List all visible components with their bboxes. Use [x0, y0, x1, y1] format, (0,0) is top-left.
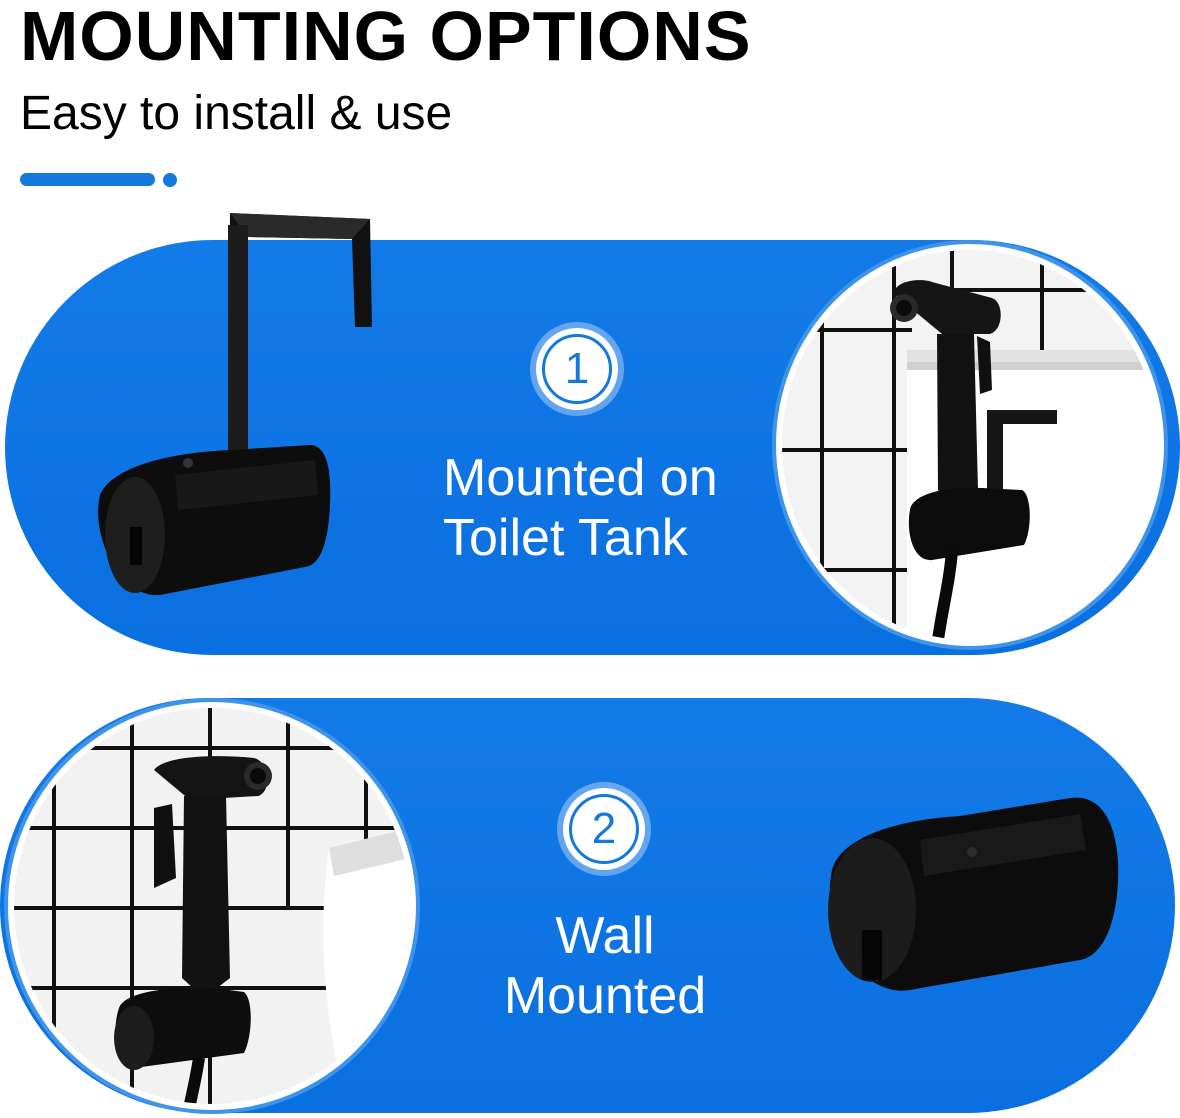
accent-bar — [20, 173, 155, 186]
option-label-line1: Wall — [555, 907, 655, 965]
bidet-sprayer-on-wall-photo — [14, 708, 410, 1104]
option-label-line2: Mounted — [503, 967, 707, 1025]
option-label-line1: Mounted on — [443, 449, 718, 507]
option-label: Mounted on Toilet Tank — [443, 448, 718, 568]
wall-holder-icon — [828, 797, 1119, 991]
option-label: Wall Mounted — [500, 906, 710, 1026]
page-title: MOUNTING OPTIONS — [20, 0, 752, 75]
accent-dot — [163, 173, 177, 187]
option-number-badge: 1 — [536, 328, 618, 410]
option-number: 2 — [591, 804, 617, 853]
tank-hook-holder-icon — [98, 213, 372, 596]
bidet-sprayer-on-tank-photo — [782, 250, 1158, 640]
badge-ring — [569, 794, 639, 864]
option-label-line2: Toilet Tank — [443, 509, 688, 567]
page-subtitle: Easy to install & use — [20, 87, 453, 140]
wall-scene — [14, 708, 410, 1104]
option-number: 1 — [564, 344, 590, 393]
badge-ring — [542, 334, 612, 404]
option-number-badge: 2 — [563, 788, 645, 870]
tank-scene — [782, 250, 1158, 640]
